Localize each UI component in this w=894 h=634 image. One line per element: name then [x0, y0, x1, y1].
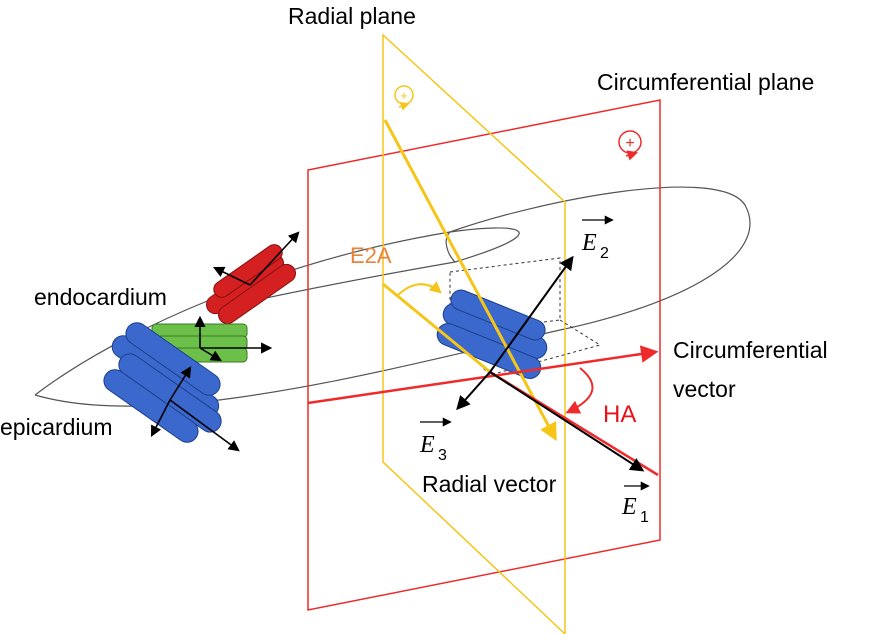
circumferential-vector-label-line2: vector	[673, 376, 736, 402]
circumferential-plane	[307, 99, 661, 611]
svg-text:E: E	[581, 230, 597, 256]
circumferential-plane-rotation-icon: +	[618, 130, 642, 161]
endocardium-fiber-arrows	[212, 231, 300, 286]
circumferential-plane-label: Circumferential plane	[597, 69, 814, 95]
e2-label: E 2	[581, 215, 614, 262]
epicardium-fiber-arrows	[150, 366, 240, 452]
radial-plane	[382, 33, 566, 634]
e2-arrow	[489, 255, 574, 373]
endocardium-label: endocardium	[34, 284, 167, 310]
e1-label: E 1	[621, 481, 650, 526]
radial-plane-label: Radial plane	[288, 3, 416, 29]
e3-label: E 3	[419, 417, 452, 464]
circumferential-vector-label-line1: Circumferential	[673, 337, 828, 363]
radial-plane-rotation-icon: +	[394, 85, 414, 111]
midwall-fiber-arrows	[194, 315, 273, 362]
svg-text:3: 3	[438, 447, 447, 464]
e1-arrow	[489, 371, 645, 472]
epicardium-fiber-bundle	[103, 322, 222, 443]
e3-arrow	[456, 371, 491, 411]
e2a-angle-arc	[397, 281, 442, 296]
eigenvector-arrows	[456, 255, 645, 472]
svg-text:E: E	[621, 494, 637, 520]
circumferential-vector	[307, 345, 659, 405]
radial-vector-lines	[382, 119, 557, 442]
ha-angle-arc	[565, 367, 594, 414]
radial-plane-plus: +	[400, 88, 408, 103]
radial-vector-label: Radial vector	[422, 471, 557, 497]
projection-guides	[449, 257, 602, 376]
ha-label: HA	[603, 401, 636, 428]
e2a-label: E2A	[350, 243, 392, 268]
circumferential-plane-plus: +	[625, 135, 634, 152]
svg-text:2: 2	[600, 245, 609, 262]
svg-text:E: E	[419, 432, 435, 458]
epicardium-label: epicardium	[0, 414, 113, 440]
svg-text:1: 1	[640, 509, 649, 526]
